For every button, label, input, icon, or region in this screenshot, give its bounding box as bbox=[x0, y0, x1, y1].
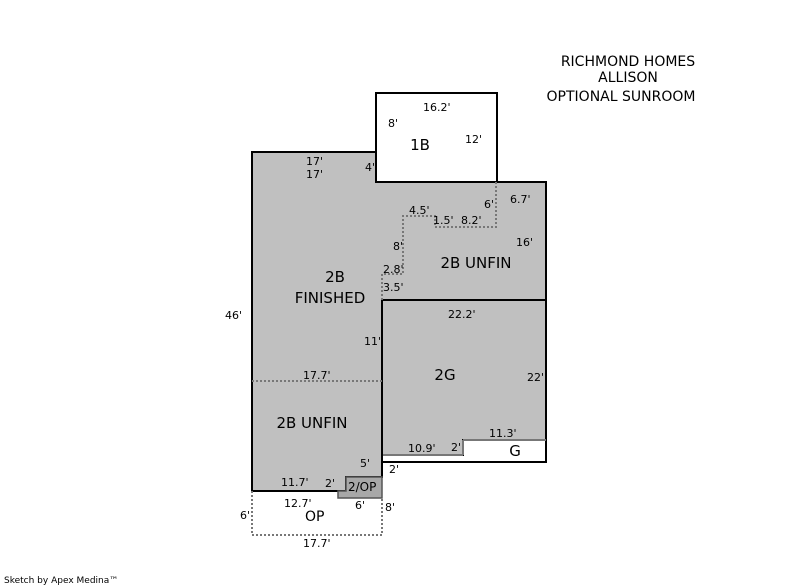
room-op bbox=[251, 491, 383, 536]
dim: 2' bbox=[389, 463, 400, 476]
dim: 46' bbox=[225, 309, 243, 322]
title-line-2: ALLISON bbox=[598, 70, 658, 86]
sketch-credit: Sketch by Apex Medina™ bbox=[4, 576, 119, 586]
dim: 2.8' bbox=[383, 263, 404, 276]
dim: 1.5' bbox=[433, 214, 454, 227]
label-2b: 2B bbox=[325, 268, 345, 286]
label-2b-unfin-lower: 2B UNFIN bbox=[276, 414, 348, 432]
dim: 12' bbox=[465, 133, 483, 146]
dim: 2' bbox=[325, 477, 336, 490]
dim: 16' bbox=[516, 236, 534, 249]
title-line-1: RICHMOND HOMES bbox=[560, 54, 696, 70]
dim: 11.7' bbox=[281, 476, 309, 489]
dim: 16.2' bbox=[423, 101, 451, 114]
dim: 2' bbox=[451, 441, 462, 454]
room-1b bbox=[375, 92, 498, 183]
dim: 6.7' bbox=[510, 193, 531, 206]
room-2-op bbox=[337, 476, 383, 499]
dim: 17.7' bbox=[303, 537, 331, 550]
dim: 17.7' bbox=[303, 369, 331, 382]
dim: 10.9' bbox=[408, 442, 436, 455]
label-g: G bbox=[509, 442, 521, 460]
unfin-boundary bbox=[381, 182, 497, 300]
dim: 4' bbox=[365, 161, 376, 174]
label-2g: 2G bbox=[434, 366, 456, 384]
dim: 6' bbox=[240, 509, 251, 522]
dim: 8' bbox=[388, 117, 399, 130]
label-op: OP bbox=[305, 509, 325, 525]
dim: 6' bbox=[355, 499, 366, 512]
dim: 11' bbox=[364, 335, 382, 348]
label-1b: 1B bbox=[410, 136, 430, 154]
dim: 5' bbox=[360, 457, 371, 470]
dim: 8' bbox=[385, 501, 396, 514]
dim: 12.7' bbox=[284, 497, 312, 510]
dim: 8' bbox=[393, 240, 404, 253]
dim: 6' bbox=[484, 198, 495, 211]
dim: 22' bbox=[527, 371, 545, 384]
dim: 3.5' bbox=[383, 281, 404, 294]
dim: 11.3' bbox=[489, 427, 517, 440]
label-2b-unfin-upper: 2B UNFIN bbox=[440, 254, 512, 272]
dim: 8.2' bbox=[461, 214, 482, 227]
dim: 22.2' bbox=[448, 308, 476, 321]
title-line-3: OPTIONAL SUNROOM bbox=[546, 89, 696, 105]
dim: 17' bbox=[306, 155, 324, 168]
dim: 17' bbox=[306, 168, 324, 181]
label-finished: FINISHED bbox=[294, 289, 366, 307]
dim: 4.5' bbox=[409, 204, 430, 217]
label-2-op: 2/OP bbox=[348, 480, 377, 494]
